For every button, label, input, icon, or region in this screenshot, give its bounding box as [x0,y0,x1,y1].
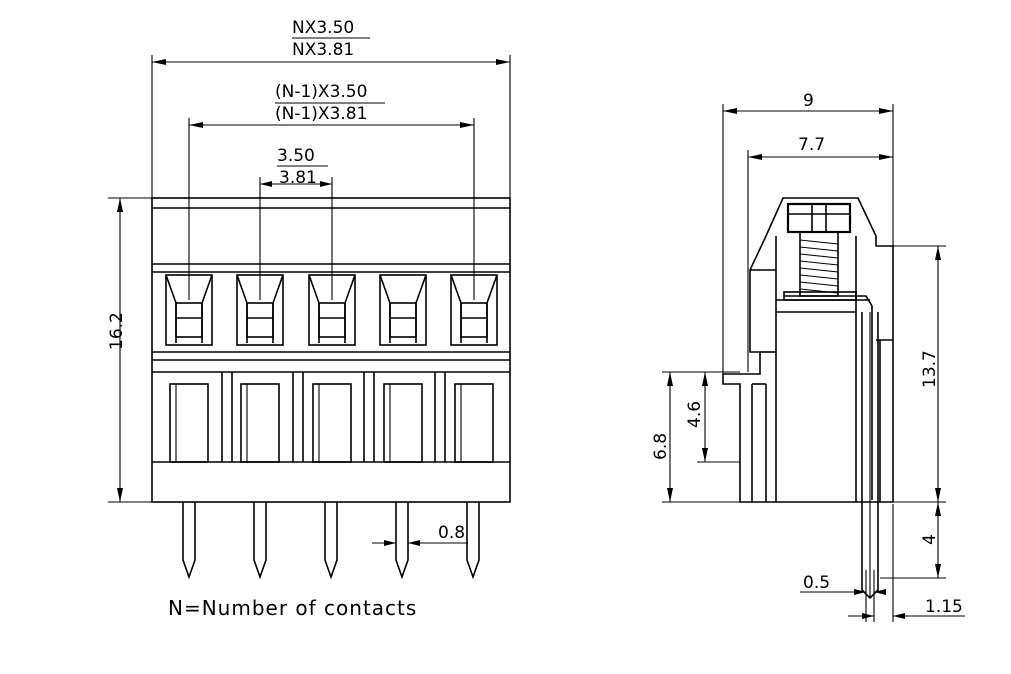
contacts-note: N=Number of contacts [168,596,417,620]
lower-height-label: 6.8 [651,433,671,460]
span-dimension [188,102,475,300]
wire-entries [169,372,494,463]
span-pitch-a-label: (N-1)X3.50 [275,82,367,102]
side-pin [861,312,879,600]
screw-window [236,274,284,346]
pin-thickness-label: 0.5 [803,573,830,593]
screw-window [308,274,356,346]
overall-pitch-b-label: NX3.81 [292,40,354,60]
pin-width-dimension [372,540,468,546]
overall-width-dimension [151,37,511,200]
pin-length-label: 4 [920,534,940,545]
span-pitch-b-label: (N-1)X3.81 [275,104,367,124]
lower-height-dimension [662,371,740,503]
screw-window [165,274,213,346]
depth-body-label: 7.7 [798,135,825,155]
wire-entry [169,383,209,463]
depth-total-label: 9 [803,91,814,111]
screw-window [379,274,427,346]
pin [466,502,480,580]
wire-entry [454,383,494,463]
pins [182,502,480,580]
depth-body-dimension [747,150,893,372]
pin-offset-label: 1.15 [925,597,963,617]
depth-total-dimension [722,104,894,374]
height-upper-dimension [880,245,946,579]
overall-pitch-a-label: NX3.50 [292,18,354,38]
pin [395,502,409,580]
wire-entry [240,383,280,463]
side-body [722,197,894,503]
pin-thickness-dimension [800,504,965,622]
wire-entry [383,383,423,463]
pitch-a-label: 3.50 [277,146,315,166]
height-dimension [108,197,152,503]
pitch-b-label: 3.81 [279,168,317,188]
height-label: 16.2 [107,312,127,350]
step-height-label: 4.6 [685,401,705,428]
pin [324,502,338,580]
connector-body [151,197,511,503]
pin [182,502,196,580]
wire-entry [312,383,352,463]
pin-width-label: 0.8 [438,523,465,543]
side-view: 9 7.7 13.7 4 6.8 4.6 0.5 1.15 [651,91,965,622]
screw-head [783,202,873,500]
front-view: NX3.50 NX3.81 (N-1)X3.50 (N-1)X3.81 3.50… [107,18,511,620]
screw-windows [165,274,498,346]
screw-window [450,274,498,346]
height-upper-label: 13.7 [920,350,940,388]
pin [253,502,267,580]
